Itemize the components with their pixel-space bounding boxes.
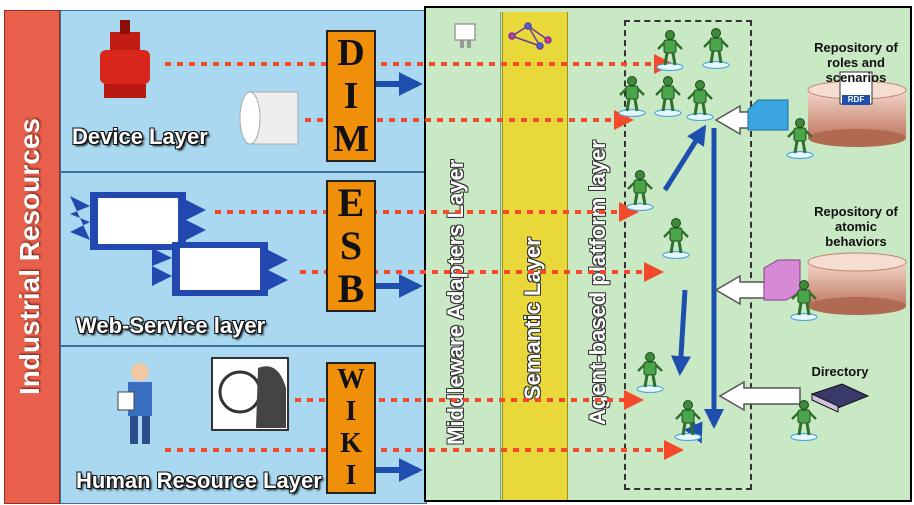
- agent-icon: [674, 400, 702, 441]
- agent-icon: [686, 80, 714, 121]
- semantic-network-icon: [508, 22, 552, 50]
- agent-icon: [790, 280, 818, 321]
- agent-icon: [654, 76, 682, 117]
- agent-icon: [702, 28, 730, 69]
- directory-label: Directory: [811, 364, 869, 379]
- document-icon: [747, 99, 789, 131]
- engineer-icon: [117, 363, 152, 444]
- stack-output-arrows: [372, 72, 423, 482]
- web-service-icon-2: [152, 242, 288, 296]
- agent-icon: [786, 118, 814, 159]
- agent-icon: [656, 30, 684, 71]
- agent-interaction-arrows: [662, 124, 724, 444]
- esb-letter-3: B: [337, 265, 365, 311]
- paper-roll-icon: [239, 91, 299, 145]
- semantic-column: [502, 12, 568, 500]
- operator-icon: [211, 357, 289, 431]
- agent-icon: [618, 76, 646, 117]
- wiki-letter-1: W: [337, 364, 365, 395]
- web-service-icon-1: [70, 192, 206, 250]
- wiki-letter-2: I: [345, 396, 357, 427]
- atomic-behaviors-repository-label: Repository of atomic behaviors: [814, 204, 898, 249]
- valve-icon: [100, 20, 150, 98]
- atomic-behaviors-repository-drum: [807, 252, 907, 315]
- dim-letter-1: D: [337, 32, 365, 75]
- dim-letter-2: I: [343, 74, 359, 117]
- agent-icon: [662, 218, 690, 259]
- rdf-badge: RDF: [842, 95, 870, 105]
- agent-icon: [790, 400, 818, 441]
- human-resource-layer-label: Human Resource Layer: [76, 468, 322, 493]
- dim-letter-3: M: [333, 117, 369, 160]
- plug-icon: [454, 23, 476, 48]
- roles-repository-label: Repository of roles and scenarios: [814, 40, 898, 85]
- esb-letter-2: S: [339, 222, 363, 268]
- agent-icon: [636, 352, 664, 393]
- device-layer-label: Device Layer: [72, 124, 208, 149]
- esb-letter-1: E: [337, 180, 365, 226]
- wiki-stack: W I K I: [326, 362, 376, 494]
- book-icon: [810, 383, 870, 413]
- agent-icon: [626, 170, 654, 211]
- agent-region: [624, 20, 752, 490]
- industrial-resources-band: [4, 10, 60, 504]
- web-service-layer-label: Web-Service layer: [76, 313, 266, 338]
- dim-stack: D I M: [326, 30, 376, 162]
- wiki-letter-3: K: [340, 428, 362, 459]
- esb-stack: E S B: [326, 180, 376, 312]
- roles-repository-drum: [807, 71, 907, 147]
- wiki-letter-4: I: [345, 460, 357, 491]
- middleware-column: [430, 12, 501, 500]
